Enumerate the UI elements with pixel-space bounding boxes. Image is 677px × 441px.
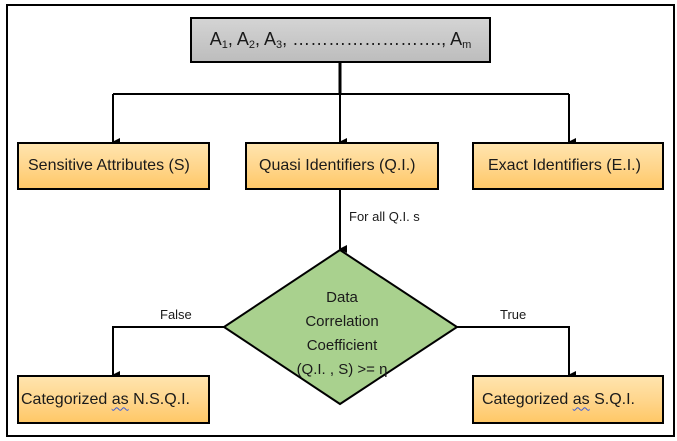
decision-line-4: (Q.I. , S) >= η (296, 361, 388, 378)
loop-label: For all Q.I. s (349, 209, 420, 224)
false-branch-line (112, 326, 224, 379)
sensitive-attributes-node: Sensitive Attributes (S) (17, 142, 210, 190)
sqi-outcome-node: Categorized as S.Q.I. (472, 375, 664, 424)
sqi-outcome-label: Categorized as S.Q.I. (482, 390, 635, 408)
exact-identifiers-node: Exact Identifiers (E.I.) (472, 142, 664, 190)
nsqi-outcome-label: Categorized as N.S.Q.I. (21, 390, 190, 408)
decision-text: Data Correlation Coefficient (Q.I. , S) … (280, 286, 404, 382)
spellcheck-flag: as (572, 390, 590, 408)
exact-identifiers-label: Exact Identifiers (E.I.) (488, 157, 641, 174)
spellcheck-flag: as (111, 390, 129, 408)
false-branch-label: False (160, 307, 192, 322)
attribute-set-label: A1, A2, A3, ……………………., Am (209, 29, 472, 51)
decision-line-1: Data (326, 289, 358, 306)
quasi-identifiers-label: Quasi Identifiers (Q.I.) (259, 157, 416, 174)
nsqi-outcome-node: Categorized as N.S.Q.I. (17, 375, 210, 424)
quasi-identifiers-node: Quasi Identifiers (Q.I.) (245, 142, 439, 190)
sensitive-attributes-label: Sensitive Attributes (S) (28, 157, 190, 174)
decision-line-3: Coefficient (306, 337, 378, 354)
diagram-frame (6, 4, 675, 437)
decision-line-2: Correlation (305, 313, 379, 330)
true-branch-label: True (500, 307, 527, 322)
decision-diamond (222, 248, 459, 406)
attribute-set-node: A1, A2, A3, ……………………., Am (190, 17, 491, 63)
true-branch-line (457, 326, 576, 379)
